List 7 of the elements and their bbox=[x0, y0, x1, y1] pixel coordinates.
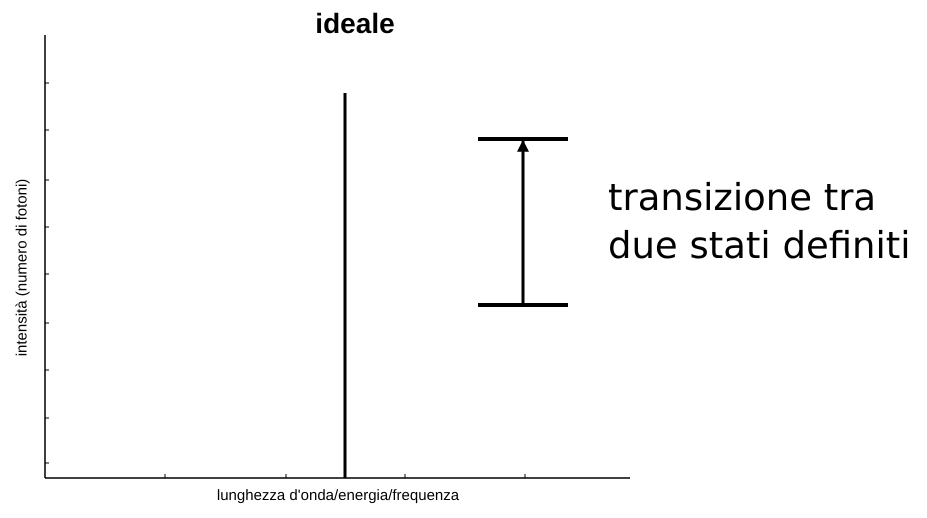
energy-level-bar bbox=[478, 303, 568, 307]
annotation-text: transizione tra due stati definiti bbox=[608, 175, 912, 270]
chart-title: ideale bbox=[314, 7, 396, 41]
x-axis-label: lunghezza d'onda/energia/frequenza bbox=[216, 487, 460, 506]
arrow bbox=[517, 140, 529, 303]
y-axis-label: intensità (numero di fotoni) bbox=[14, 178, 30, 358]
energy-level-bar bbox=[478, 137, 568, 141]
